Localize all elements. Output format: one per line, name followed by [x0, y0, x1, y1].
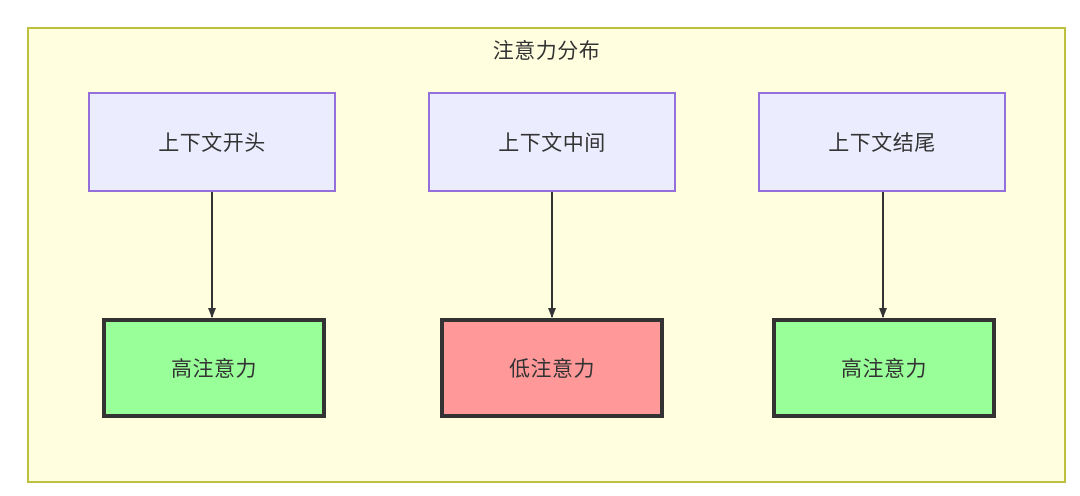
node-label: 低注意力	[509, 358, 595, 381]
node-context-start[interactable]: 上下文开头	[88, 92, 336, 192]
node-label: 上下文结尾	[828, 132, 936, 155]
node-label: 高注意力	[171, 358, 257, 381]
node-context-end[interactable]: 上下文结尾	[758, 92, 1006, 192]
node-label: 上下文中间	[498, 132, 606, 155]
node-attention-end[interactable]: 高注意力	[772, 318, 996, 418]
node-attention-middle[interactable]: 低注意力	[440, 318, 664, 418]
node-attention-start[interactable]: 高注意力	[102, 318, 326, 418]
subgraph-title: 注意力分布	[492, 40, 601, 63]
node-label: 高注意力	[841, 358, 927, 381]
node-label: 上下文开头	[158, 132, 266, 155]
node-context-middle[interactable]: 上下文中间	[428, 92, 676, 192]
